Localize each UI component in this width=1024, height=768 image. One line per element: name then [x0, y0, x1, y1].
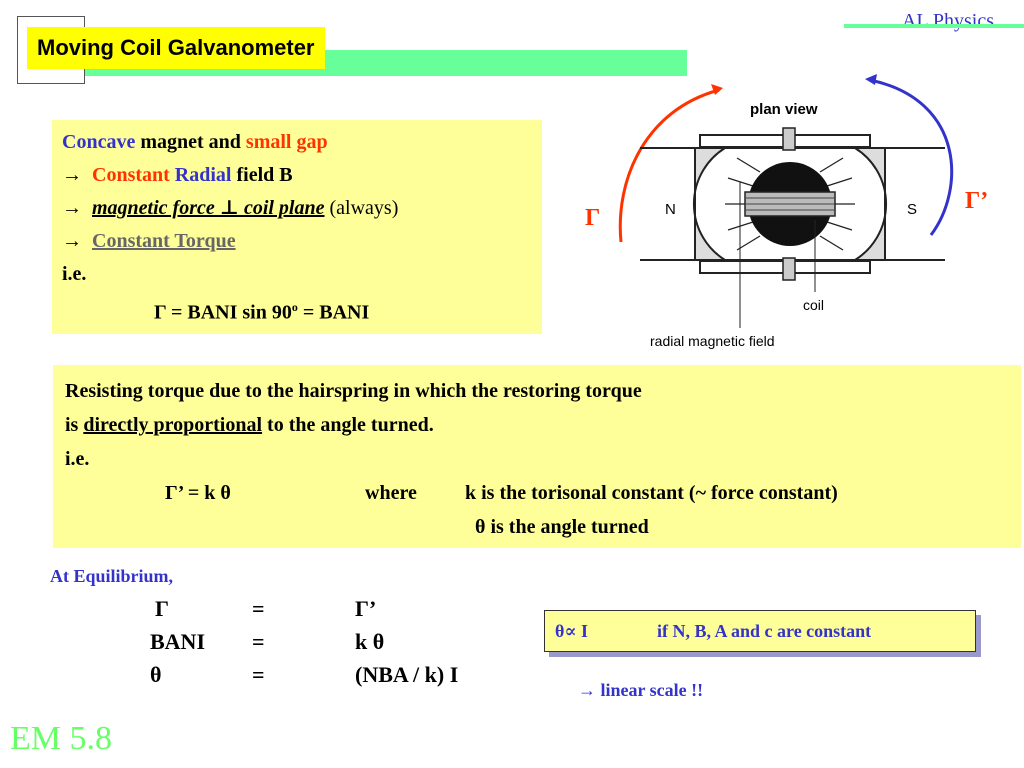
equilibrium-row: BANI = k θ [140, 625, 520, 658]
hairspring-description-box: Resisting torque due to the hairspring i… [53, 365, 1021, 548]
magnetic-force-text: magnetic force ⊥ coil plane [92, 197, 325, 219]
galvanometer-plan-view-diagram: plan view N S coil radial magnetic field [618, 74, 954, 349]
always-text: (always) [324, 197, 399, 219]
concave-text: Concave [62, 131, 136, 153]
constant-torque-text: Constant Torque [92, 230, 236, 252]
box2-line2: is directly proportional to the angle tu… [65, 408, 1009, 442]
directly-proportional-text: directly proportional [83, 414, 263, 436]
north-pole-piece [692, 147, 729, 261]
box1-line4: → Constant Torque [62, 225, 532, 258]
arrow-right-icon: → [62, 197, 82, 219]
eq-right: Γ’ [355, 596, 377, 621]
bottom-screw [782, 257, 796, 281]
south-pole-piece [851, 147, 888, 261]
eq-right: (NBA / k) I [355, 662, 459, 687]
ie-label: i.e. [62, 263, 87, 285]
restoring-torque-symbol: Γ’ [965, 188, 989, 214]
field-b-text: field B [231, 164, 293, 186]
equilibrium-row: θ = (NBA / k) I [140, 658, 520, 691]
eq-left: BANI [150, 629, 206, 654]
magnet-and-text: magnet and [135, 131, 246, 153]
top-screw [782, 127, 796, 151]
arrow-right-icon: → [62, 164, 82, 186]
course-label: AL Physics [901, 10, 994, 32]
coil-label: coil [803, 297, 824, 313]
box2-line1: Resisting torque due to the hairspring i… [65, 380, 642, 402]
eq-sign: = [252, 629, 265, 654]
k-definition: k is the torisonal constant (~ force con… [465, 482, 838, 504]
ie-label-2: i.e. [65, 448, 90, 470]
restoring-torque-equation: Γ’ = k θ [165, 482, 231, 504]
constant-text: Constant [92, 164, 170, 186]
is-text: is [65, 414, 84, 436]
south-label: S [907, 201, 917, 218]
coil-windings [745, 197, 835, 211]
north-label: N [665, 201, 676, 218]
equilibrium-row: Γ = Γ’ [140, 592, 520, 625]
torque-arrow-left [618, 88, 720, 243]
where-text: where [365, 482, 417, 504]
course-underline [844, 24, 1024, 28]
slide-title: Moving Coil Galvanometer [27, 27, 325, 69]
box1-line2: → Constant Radial field B [62, 159, 532, 192]
small-gap-text: small gap [245, 131, 328, 153]
torque-equation-left: Γ = BANI sin 90 [154, 301, 292, 324]
eq-left: θ [150, 662, 162, 687]
arrow-right-icon: → [62, 230, 82, 252]
eq-sign: = [252, 596, 265, 621]
torque-symbol: Γ [585, 205, 601, 231]
torque-equation-right: = BANI [297, 301, 370, 324]
restoring-arrow-right [869, 78, 954, 236]
box2-line4: Γ’ = k θ where k is the torisonal constant… [65, 476, 1009, 510]
angle-turned-text: to the angle turned. [262, 414, 434, 436]
magnet-description-box: Concave magnet and small gap → Constant R… [52, 120, 542, 334]
radial-text: Radial [169, 164, 232, 186]
proportionality-result-box: θ∝ I if N, B, A and c are constant [544, 610, 976, 652]
linear-scale-note: → linear scale !! [578, 680, 704, 700]
degree-superscript: o [291, 300, 298, 314]
box2-line5: θ is the angle turned [65, 510, 1009, 544]
restoring-arrowhead-right [865, 74, 877, 85]
eq-right: k θ [355, 629, 385, 654]
box1-line1: Concave magnet and small gap [62, 126, 532, 159]
equilibrium-equations: Γ = Γ’ BANI = k θ θ = (NBA / k) I [140, 592, 520, 692]
torque-arrowhead-left [711, 84, 723, 95]
torque-equation: Γ = BANI sin 90o = BANI [62, 291, 532, 330]
eq-sign: = [252, 662, 265, 687]
eq-left: Γ [155, 596, 169, 621]
slide-number: EM 5.8 [10, 720, 112, 757]
theta-definition: θ is the angle turned [475, 516, 649, 538]
box1-line3: → magnetic force ⊥ coil plane (always) [62, 192, 532, 225]
plan-view-label: plan view [750, 101, 818, 118]
equilibrium-title: At Equilibrium, [50, 566, 174, 586]
radial-field-label: radial magnetic field [650, 333, 775, 349]
constant-condition: if N, B, A and c are constant [657, 621, 872, 641]
theta-proportional-i: θ∝ I [555, 621, 588, 641]
